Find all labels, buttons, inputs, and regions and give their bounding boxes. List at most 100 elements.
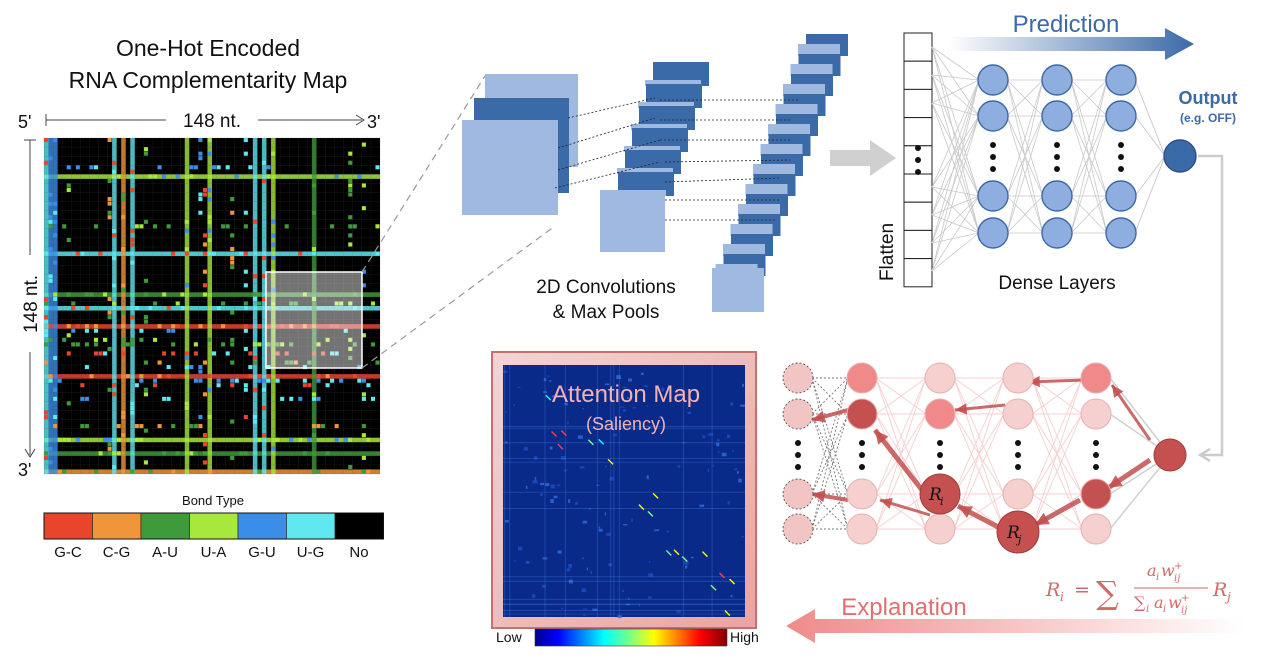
dense-node [1041,100,1073,132]
dense-edge [1006,79,1044,234]
attention-speck [677,393,683,397]
dense-edge [1006,195,1044,234]
attention-speck [707,468,710,472]
attention-speck [568,564,572,568]
map-cell [343,437,348,442]
map-cell [339,301,344,306]
output-label: Output [1179,88,1238,108]
map-cell [239,251,244,256]
formula-den-ij: ij [1181,605,1187,616]
map-cell [316,378,321,383]
attention-highlight [598,438,605,445]
map-cell [266,165,271,170]
map-cell [162,396,167,401]
feature-map [790,64,833,76]
map-cell [116,451,121,456]
dense-edge [931,74,980,117]
relevance-ellipsis-dot [937,452,943,458]
map-cell [107,138,112,143]
map-cell [334,174,339,179]
attention-speck [504,520,509,523]
map-cell [207,387,212,392]
map-cell [121,414,126,420]
attention-speck [658,416,664,419]
map-cell [289,360,294,365]
map-cell [84,342,89,347]
map-cell [257,342,262,347]
flatten-cell [903,229,933,260]
map-cell [230,210,235,215]
map-cell [221,224,226,229]
attention-speck [525,561,530,564]
attention-speck [545,483,550,487]
map-cell [80,424,85,429]
map-cell [316,469,321,474]
map-cell [93,342,99,347]
map-cell [243,138,248,143]
map-cell [248,165,253,170]
legend-swatch [237,512,287,540]
attention-speck [512,404,515,406]
map-cell [53,424,58,429]
prediction-arrow [948,28,1194,60]
map-cell [375,251,380,256]
attention-speck [627,597,630,601]
relevance-node [1080,362,1112,394]
formula-num-w: w [1161,561,1175,580]
attention-speck [601,390,605,394]
attention-speck [561,607,564,610]
map-cell [230,455,235,460]
map-col-band [53,138,58,474]
map-cell [107,310,112,315]
map-cell [143,219,148,224]
map-cell [98,451,103,456]
map-cell [53,414,58,420]
attention-speck [730,402,734,406]
map-cell [157,424,162,429]
legend-label: A-U [152,544,178,561]
legend-swatch [189,512,239,540]
flatten-cell [903,32,933,62]
attention-speck [661,387,665,392]
map-cell [139,437,144,442]
zoom-connector-top [361,75,486,273]
map-cell [239,451,244,456]
attention-speck [553,495,558,499]
relevance-edge [811,413,849,530]
map-cell [261,274,267,279]
map-cell [66,183,71,188]
flatten-ellipsis-dot [915,157,921,163]
map-cell [93,469,99,474]
map-cell [107,346,112,351]
dense-edge [1006,79,1044,197]
map-cell [284,224,289,229]
attention-speck [622,590,624,593]
map-cell [89,292,94,297]
attention-speck [596,484,600,486]
explanation-arrow [786,609,1245,643]
map-cell [243,151,248,156]
attention-speck [616,375,621,380]
dense-edge [931,46,980,81]
map-cell [44,319,49,324]
attention-speck [620,406,625,408]
dense-ellipsis-dot [1118,154,1124,160]
dense-edge [931,232,980,244]
attention-speck [676,610,682,613]
map-cell [62,437,67,442]
map-cell [252,274,257,279]
relevance-edge [953,493,1005,530]
dense-ellipsis-dot [990,142,996,148]
map-cell [89,165,94,170]
map-cell [103,337,108,342]
map-cell [157,165,162,170]
flatten-cell [903,88,933,119]
map-cell [202,283,208,288]
map-cell [148,469,153,474]
attention-speck [523,447,528,451]
attention-highlight [724,610,731,617]
map-cell [361,469,366,474]
attention-speck [640,372,644,375]
map-cell [198,151,203,156]
